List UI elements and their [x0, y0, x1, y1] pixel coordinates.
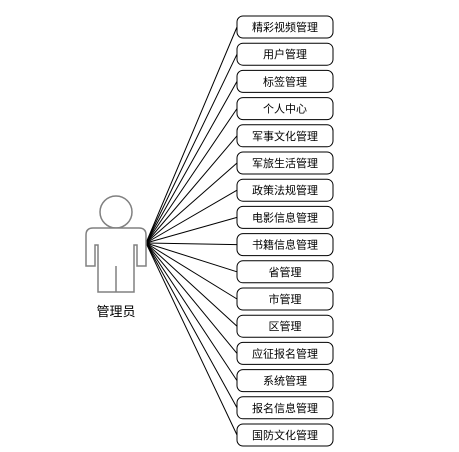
connector-line	[145, 135, 238, 244]
module-box	[236, 233, 334, 257]
connector-line	[145, 242, 238, 354]
connector-line	[145, 216, 238, 244]
module-label: 个人中心	[263, 103, 307, 116]
module-node: 个人中心	[236, 97, 334, 121]
module-box	[236, 69, 334, 93]
module-label: 市管理	[269, 292, 302, 306]
module-node: 书籍信息管理	[236, 233, 334, 257]
actor-head	[99, 195, 133, 229]
connector-line	[145, 242, 238, 246]
module-node: 标签管理	[236, 69, 334, 93]
module-label: 国防文化管理	[252, 428, 318, 442]
module-box	[236, 396, 334, 420]
connector-line	[145, 108, 238, 244]
module-box	[236, 124, 334, 148]
module-box	[236, 178, 334, 202]
module-node: 系统管理	[236, 369, 334, 393]
connector-line	[145, 242, 238, 300]
connector-line	[145, 189, 238, 244]
connector-line	[145, 53, 238, 244]
actor-label: 管理员	[96, 305, 135, 320]
module-label: 用户管理	[263, 47, 307, 61]
module-label: 书籍信息管理	[252, 238, 318, 252]
connector-line	[145, 242, 238, 327]
module-node: 省管理	[236, 260, 334, 284]
connector-line	[145, 26, 238, 244]
module-label: 政策法规管理	[252, 183, 318, 197]
connector-line	[145, 81, 238, 244]
connector-line	[145, 242, 238, 381]
module-node: 用户管理	[236, 42, 334, 66]
module-node: 报名信息管理	[236, 396, 334, 420]
module-box	[236, 205, 334, 229]
module-label: 应征报名管理	[252, 346, 318, 360]
module-label: 区管理	[269, 319, 302, 333]
module-box	[236, 341, 334, 365]
module-node: 精彩视频管理	[236, 15, 334, 39]
module-box	[236, 314, 334, 338]
module-node: 军事文化管理	[236, 124, 334, 148]
module-list: 精彩视频管理用户管理标签管理个人中心军事文化管理军旅生活管理政策法规管理电影信息…	[236, 15, 334, 447]
module-label: 军旅生活管理	[252, 156, 318, 170]
connector-line	[145, 242, 238, 273]
module-node: 电影信息管理	[236, 205, 334, 229]
module-label: 军事文化管理	[252, 129, 318, 143]
module-node: 国防文化管理	[236, 423, 334, 447]
connector-line	[145, 242, 238, 409]
connector-line	[145, 162, 238, 244]
actor-body	[85, 227, 147, 293]
module-node: 军旅生活管理	[236, 151, 334, 175]
module-box	[236, 287, 334, 311]
module-node: 应征报名管理	[236, 341, 334, 365]
module-label: 系统管理	[263, 374, 307, 388]
module-label: 电影信息管理	[252, 210, 318, 224]
module-label: 报名信息管理	[252, 401, 318, 415]
admin-actor: 管理员	[85, 195, 147, 320]
module-node: 市管理	[236, 287, 334, 311]
connector-line	[145, 242, 238, 436]
module-label: 标签管理	[263, 74, 307, 88]
module-node: 政策法规管理	[236, 178, 334, 202]
module-box	[236, 423, 334, 447]
module-box	[236, 97, 334, 121]
module-node: 区管理	[236, 314, 334, 338]
module-box	[236, 151, 334, 175]
module-label: 精彩视频管理	[252, 20, 318, 34]
connector-lines	[145, 26, 238, 436]
module-label: 省管理	[269, 265, 302, 279]
module-box	[236, 260, 334, 284]
module-box	[236, 42, 334, 66]
module-box	[236, 15, 334, 39]
module-box	[236, 369, 334, 393]
